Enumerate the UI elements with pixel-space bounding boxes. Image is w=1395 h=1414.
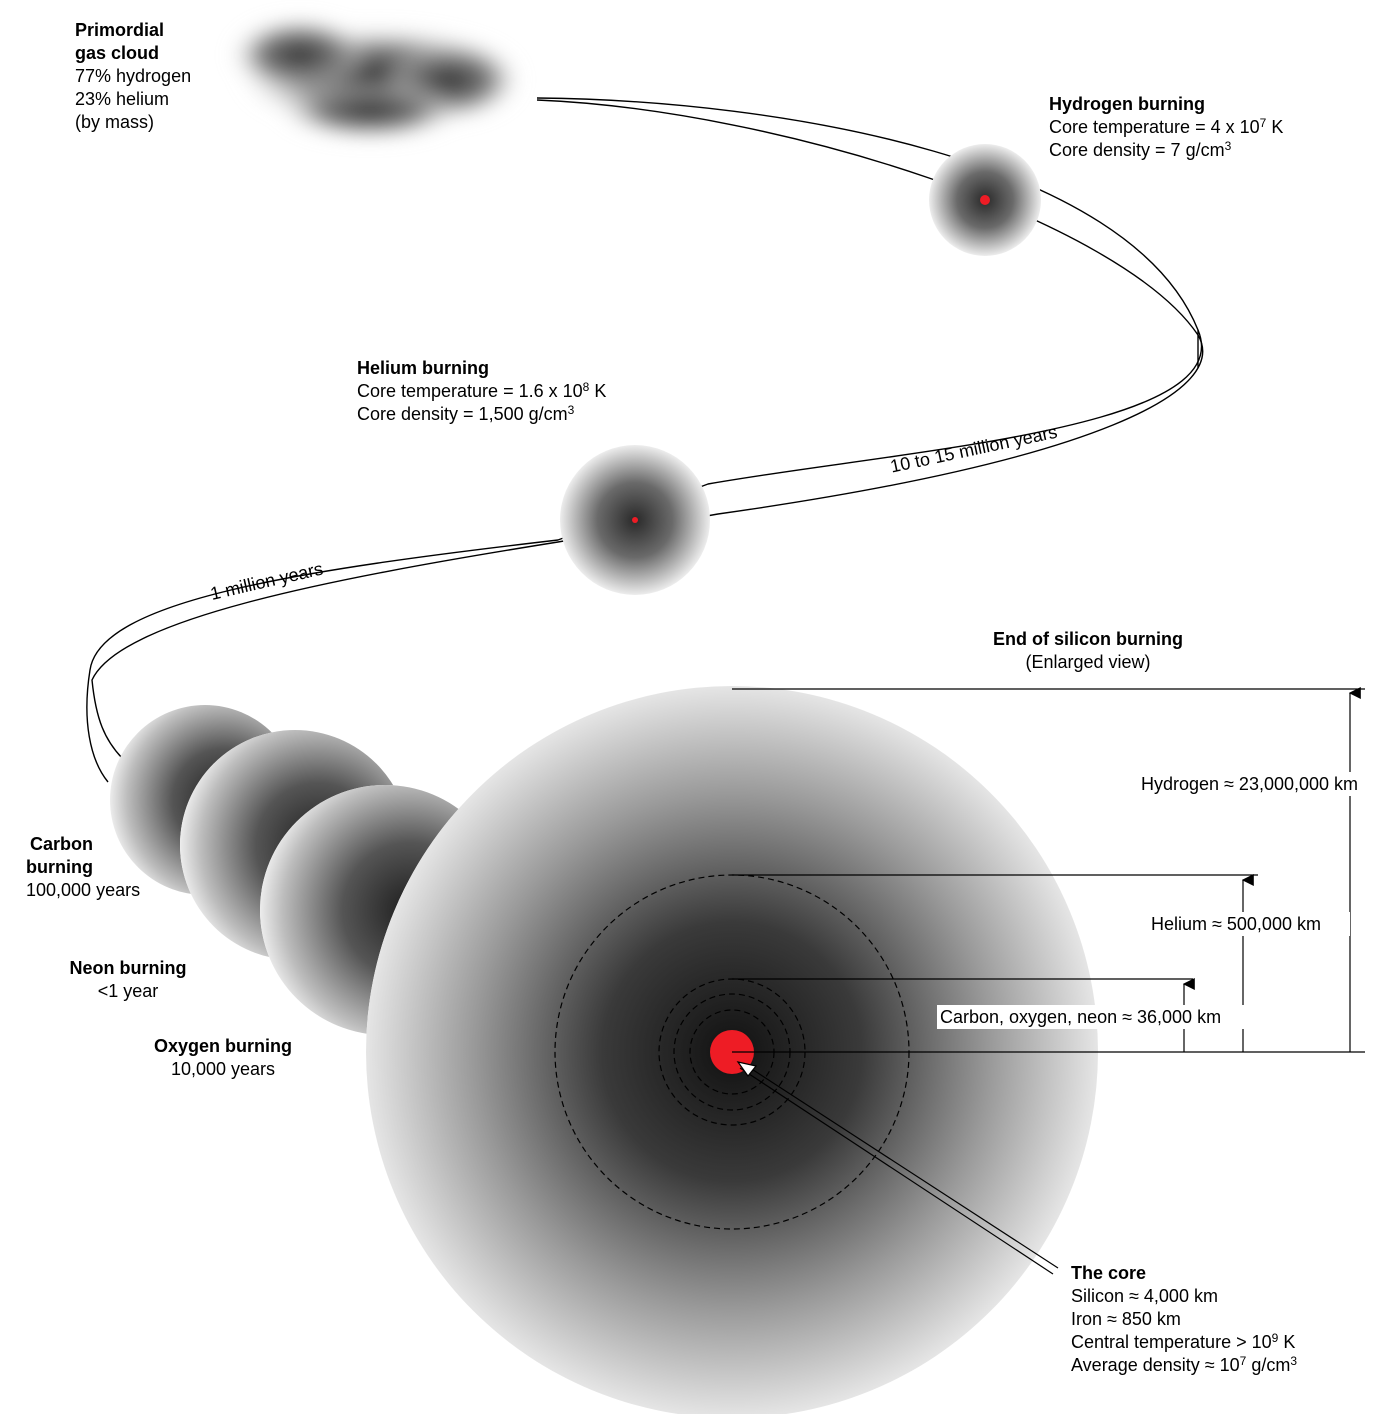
silicon-burning-star — [366, 686, 1098, 1414]
core-pointer-line-a — [743, 1063, 1059, 1269]
carbon-burning-label: Carbon burning 100,000 years — [26, 833, 140, 902]
core-pointer-line-b — [739, 1067, 1054, 1275]
helium-burning-core — [632, 517, 638, 523]
primordial-by-mass: (by mass) — [75, 112, 155, 132]
carbon-burning-title-2: burning — [26, 857, 93, 877]
oxygen-burning-title: Oxygen burning — [153, 1036, 292, 1056]
neon-burning-label: Neon burning <1 year — [50, 957, 206, 1003]
hydrogen-burning-star — [929, 144, 1041, 256]
core-label: The core Silicon ≈ 4,000 km Iron ≈ 850 k… — [1071, 1262, 1297, 1377]
helium-burning-label: Helium burning Core temperature = 1.6 x … — [357, 357, 606, 426]
cno-dimension-label: Carbon, oxygen, neon ≈ 36,000 km — [940, 1007, 1222, 1027]
neon-burning-duration: <1 year — [97, 981, 159, 1001]
helium-burning-star — [560, 445, 710, 595]
duration-label-long: 10 to 15 million years — [888, 422, 1059, 477]
end-silicon-title: End of silicon burning — [993, 629, 1183, 649]
hydrogen-burning-title: Hydrogen burning — [1049, 94, 1205, 114]
hydrogen-burning-temp: Core temperature = 4 x 107 K — [1049, 116, 1284, 137]
helium-burning-temp: Core temperature = 1.6 x 108 K — [357, 380, 607, 401]
core-pointer-arrowhead — [736, 1061, 758, 1077]
hydrogen-burning-label: Hydrogen burning Core temperature = 4 x … — [1049, 93, 1283, 162]
oxygen-burning-label: Oxygen burning 10,000 years — [138, 1035, 308, 1081]
end-silicon-subtitle: (Enlarged view) — [1025, 652, 1151, 672]
helium-dimension-label: Helium ≈ 500,000 km — [1151, 914, 1321, 934]
core-iron: Iron ≈ 850 km — [1071, 1309, 1181, 1329]
primordial-gas-cloud — [230, 17, 520, 140]
dimension-lines — [732, 687, 1365, 1275]
hydrogen-dimension-label: Hydrogen ≈ 23,000,000 km — [1141, 774, 1359, 794]
hydrogen-burning-density: Core density = 7 g/cm3 — [1049, 139, 1232, 160]
neon-burning-title: Neon burning — [69, 958, 187, 978]
oxygen-burning-duration: 10,000 years — [170, 1059, 276, 1079]
primordial-hydrogen: 77% hydrogen — [75, 66, 192, 86]
carbon-burning-duration: 100,000 years — [26, 880, 141, 900]
primordial-label: Primordial gas cloud 77% hydrogen 23% he… — [75, 19, 191, 134]
core-temperature: Central temperature > 109 K — [1071, 1331, 1296, 1352]
label-backgrounds — [937, 772, 1390, 1029]
core-title: The core — [1071, 1263, 1147, 1283]
core-silicon: Silicon ≈ 4,000 km — [1071, 1286, 1218, 1306]
helium-burning-title: Helium burning — [357, 358, 489, 378]
helium-burning-density: Core density = 1,500 g/cm3 — [357, 403, 575, 424]
core-density: Average density ≈ 107 g/cm3 — [1071, 1354, 1298, 1375]
primordial-helium: 23% helium — [75, 89, 170, 109]
hydrogen-burning-core — [980, 195, 990, 205]
primordial-title-2: gas cloud — [75, 43, 160, 63]
end-silicon-label: End of silicon burning (Enlarged view) — [958, 628, 1218, 674]
carbon-burning-title-1: Carbon — [30, 834, 93, 854]
primordial-title-1: Primordial — [75, 20, 165, 40]
